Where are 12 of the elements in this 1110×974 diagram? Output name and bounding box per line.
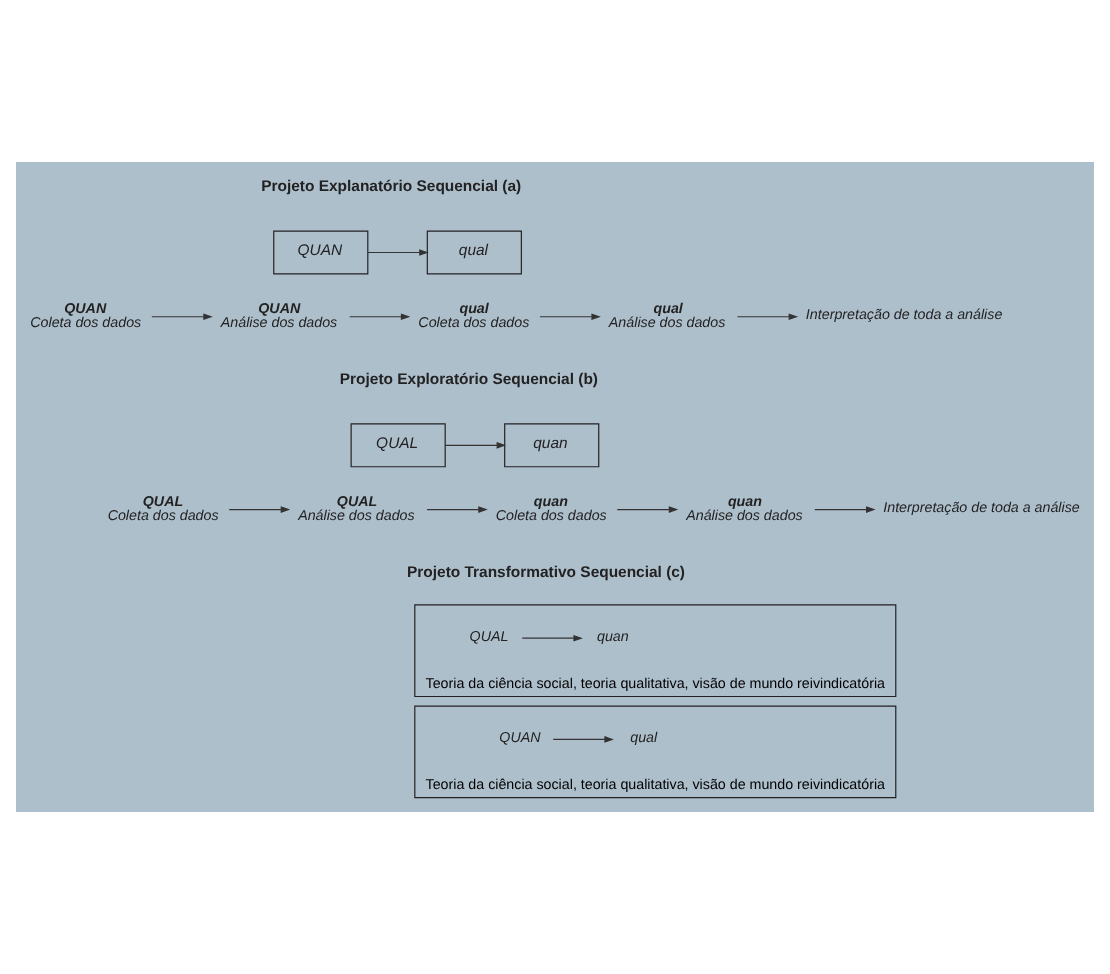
arrow <box>736 313 799 321</box>
arrow <box>616 506 679 513</box>
arrow <box>151 313 213 321</box>
arrow <box>539 313 601 321</box>
arrow <box>521 634 583 642</box>
arrow <box>228 506 291 513</box>
arrow <box>349 313 411 321</box>
arrow <box>552 736 614 743</box>
arrow <box>814 506 876 513</box>
arrow <box>367 249 429 256</box>
arrow <box>426 506 488 513</box>
arrow <box>444 442 507 449</box>
